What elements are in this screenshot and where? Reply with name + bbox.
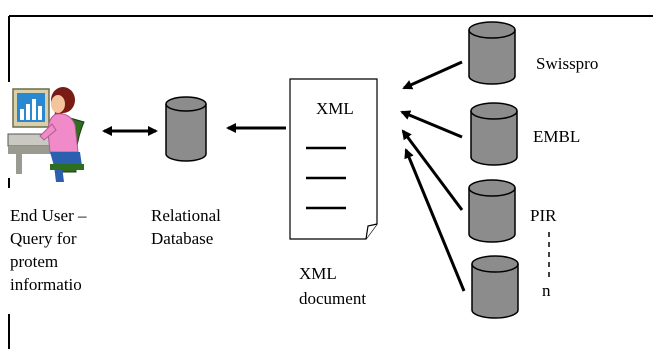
end-user-label-line-1: End User – — [10, 206, 87, 225]
nth-to-xml-arrow — [404, 148, 466, 292]
xml-document-caption: XML document — [299, 262, 366, 310]
xml-document-title: XML — [316, 99, 354, 118]
pir-label: PIR — [530, 206, 557, 225]
end-user-label-line-2: Query for — [10, 229, 77, 248]
nth-database-icon — [471, 255, 519, 319]
end-user-label-line-3: protem — [10, 252, 59, 271]
pir-to-xml-arrow — [401, 129, 464, 211]
embl-to-xml-arrow — [400, 110, 463, 139]
pir-database-icon — [468, 179, 516, 243]
relational-database-label-line-1: Relational — [151, 206, 221, 225]
embl-database-icon — [470, 102, 518, 166]
relational-database-label: Relational Database — [151, 204, 221, 250]
relational-database-label-line-2: Database — [151, 229, 214, 248]
end-user-label-line-4: informatio — [10, 275, 82, 294]
swissprot-to-xml-arrow — [402, 60, 463, 90]
swissprot-database-icon — [468, 21, 516, 85]
relational-database-icon — [165, 96, 207, 162]
swissprot-label: Swisspro — [536, 54, 599, 73]
xml-document-icon — [289, 78, 378, 240]
xml-document-caption-line-2: document — [299, 289, 367, 308]
nth-source-label: n — [542, 281, 551, 300]
xml-document-caption-line-1: XML — [299, 264, 337, 283]
embl-label: EMBL — [533, 127, 581, 146]
user-at-computer-icon — [7, 87, 85, 182]
end-user-label: End User – Query for protem informatio — [10, 204, 86, 296]
